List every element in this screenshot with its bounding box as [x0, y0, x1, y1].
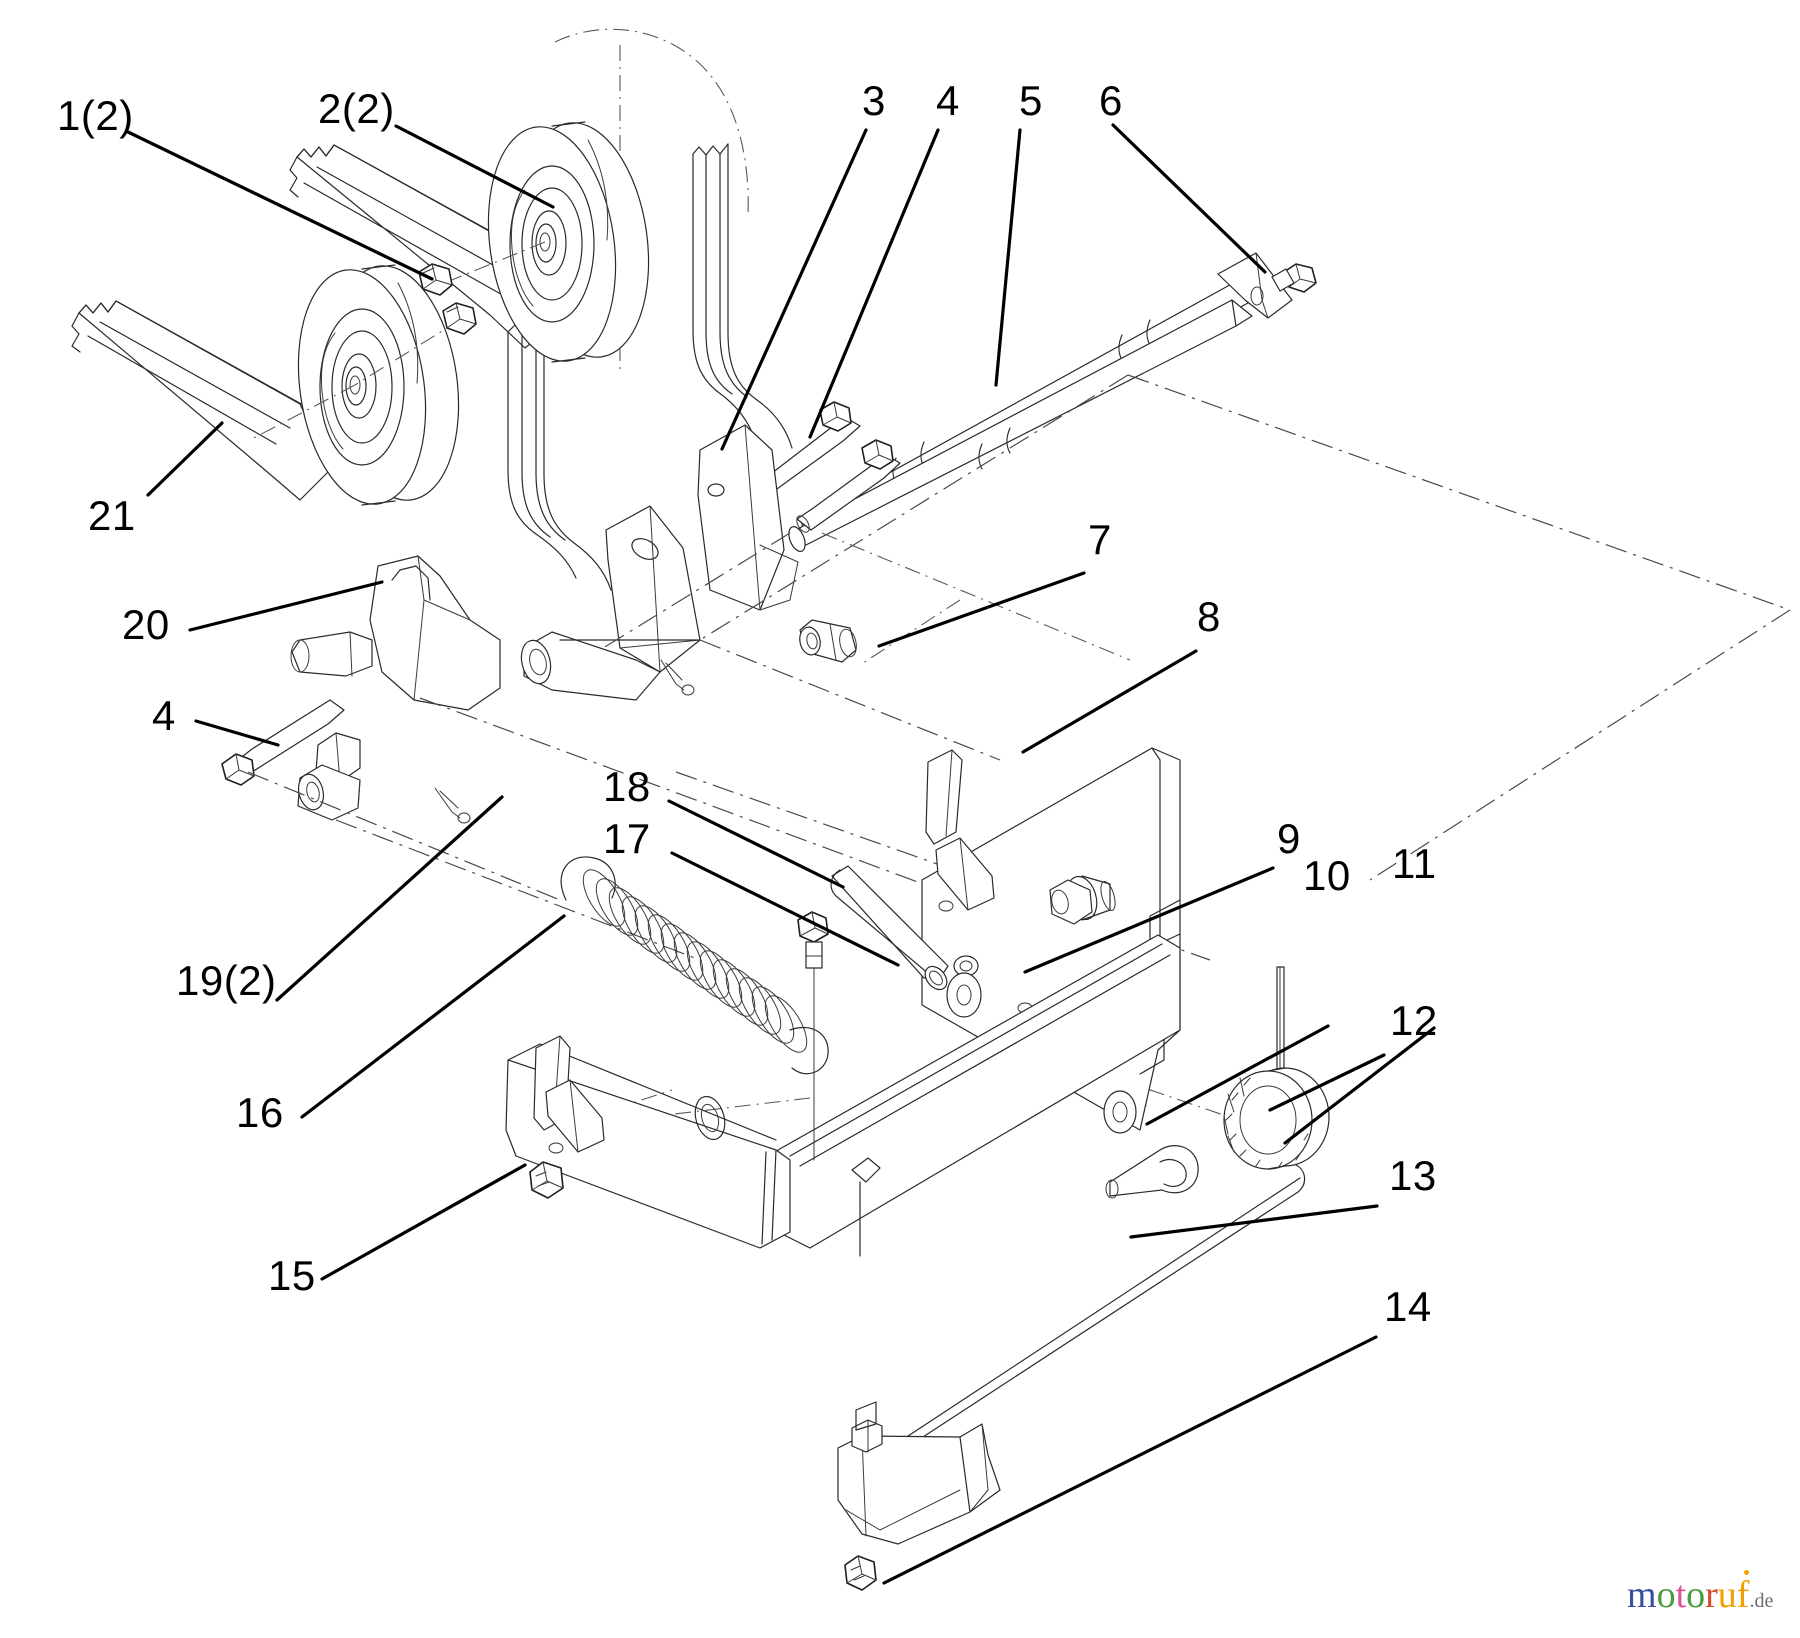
bolt-4-lower [221, 699, 345, 786]
leader-line-7 [877, 571, 1086, 648]
leader-line-15 [320, 1163, 527, 1281]
callout-number-12: 12 [1390, 997, 1438, 1044]
callout-number-3: 3 [862, 77, 886, 124]
watermark-letter: m [1627, 1574, 1657, 1616]
callout-number-20: 20 [122, 601, 170, 648]
cotter-pin-19b [434, 787, 471, 824]
pulley-lower [297, 264, 460, 506]
rod-handle-13 [869, 1145, 1306, 1457]
callout-number-6: 6 [1099, 77, 1123, 124]
leader-line-14 [882, 1335, 1378, 1585]
leader-line-13 [1129, 1204, 1379, 1239]
leader-line-16 [300, 914, 566, 1119]
callout-number-12: 1(2) [57, 92, 134, 139]
callout-number-7: 7 [1088, 516, 1112, 563]
rod-18 [830, 865, 949, 991]
pulley-upper [487, 121, 650, 363]
callout-number-4: 4 [152, 692, 176, 739]
belt-ghost-arc [554, 28, 749, 216]
leader-line-3 [720, 128, 868, 451]
callout-number-22: 2(2) [318, 85, 395, 132]
watermark-letter: o [1686, 1574, 1706, 1616]
callout-number-13: 13 [1389, 1152, 1437, 1199]
watermark-letter: t [1675, 1574, 1687, 1616]
shaft-lower-5b [788, 299, 1253, 552]
motoruf-watermark: motoruf.de [1627, 1576, 1773, 1614]
leader-line-5 [994, 128, 1022, 387]
callout-number-5: 5 [1019, 77, 1043, 124]
watermark-suffix: .de [1749, 1590, 1774, 1612]
belt-lower-left [71, 300, 331, 501]
callout-number-17: 17 [603, 815, 651, 862]
leader-line-4 [808, 128, 940, 439]
callout-number-4: 4 [936, 77, 960, 124]
callout-number-18: 18 [603, 763, 651, 810]
hardware-8-bolt [1049, 879, 1093, 925]
callout-number-9: 9 [1277, 815, 1301, 862]
washer-10 [1103, 1090, 1137, 1134]
leader-line-11 [1283, 1026, 1436, 1145]
leader-line-8 [1021, 649, 1198, 754]
callout-number-10: 10 [1303, 852, 1351, 899]
bushing-7 [799, 619, 857, 663]
washer-9 [946, 972, 982, 1018]
watermark-dot-icon [1744, 1570, 1749, 1575]
extension-spring-16 [560, 856, 829, 1075]
lever-bracket-20 [290, 555, 501, 821]
callout-leader-lines [126, 123, 1436, 1585]
watermark-letter: f [1736, 1574, 1750, 1616]
watermark-letter: o [1656, 1574, 1676, 1616]
leader-line-12 [1268, 1053, 1386, 1112]
locknut-14 [844, 1555, 877, 1591]
knob-12 [1223, 1067, 1330, 1170]
hex-nut-lower [442, 302, 477, 335]
callout-number-15: 15 [268, 1252, 316, 1299]
leader-line-12 [126, 130, 434, 281]
bolt-6 [1271, 263, 1317, 293]
leader-line-20 [188, 580, 384, 632]
bolt-4-upper [796, 439, 901, 533]
leader-line-4 [194, 719, 280, 747]
cotter-pin-19a [660, 659, 695, 696]
pulley-lower-axis [249, 384, 356, 441]
u-bracket-bottom [837, 1401, 1001, 1545]
main-frame-body [505, 747, 1181, 1257]
callout-number-14: 14 [1384, 1283, 1432, 1330]
leader-line-10 [1145, 1024, 1330, 1126]
hex-nut-upper [418, 263, 453, 296]
belt-right-strand-lower [507, 321, 612, 591]
leader-line-9 [1023, 866, 1275, 974]
callout-number-8: 8 [1197, 593, 1221, 640]
callout-number-192: 19(2) [176, 957, 277, 1004]
watermark-letter: u [1717, 1574, 1737, 1616]
leader-line-21 [146, 421, 224, 497]
nut-lower-axis [354, 319, 461, 386]
belt-upper-left [289, 144, 561, 349]
leader-line-18 [667, 799, 845, 889]
leader-line-192 [275, 795, 504, 1002]
cotter-pin-11 [1276, 966, 1285, 1079]
pivot-arm-center [520, 424, 799, 701]
pulley-upper-axis [436, 241, 546, 287]
callout-number-21: 21 [88, 492, 136, 539]
locknut-15 [529, 1161, 564, 1199]
callout-number-16: 16 [236, 1089, 284, 1136]
callout-number-11: 11 [1392, 840, 1437, 887]
leader-line-17 [670, 851, 900, 967]
leader-line-6 [1111, 123, 1267, 274]
watermark-letter: r [1705, 1574, 1718, 1616]
leader-line-22 [394, 124, 555, 209]
